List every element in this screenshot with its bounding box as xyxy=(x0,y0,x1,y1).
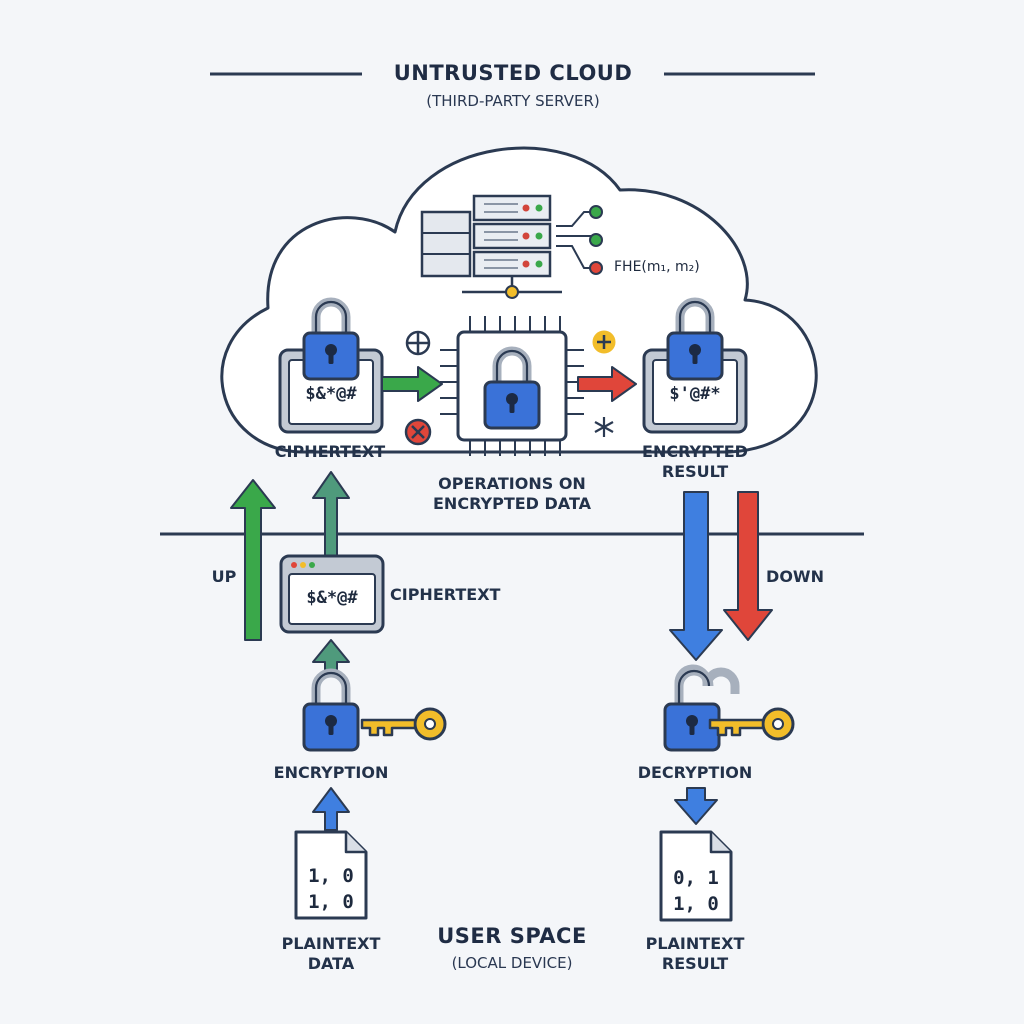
plaintext-result-label-line1: PLAINTEXT xyxy=(645,934,745,953)
plaintext-data-line2: 1, 0 xyxy=(308,890,354,913)
user-space-title: USER SPACE xyxy=(437,924,587,948)
plaintext-data-label-line2: DATA xyxy=(307,953,355,973)
asterisk-symbol-icon xyxy=(594,417,614,437)
arrow-up-green xyxy=(230,479,276,641)
multiply-symbol-icon xyxy=(404,418,432,446)
server-rack-icon xyxy=(420,194,562,299)
decryption-label: DECRYPTION xyxy=(637,763,753,782)
plaintext-result-line1: 0, 1 xyxy=(673,867,719,889)
plaintext-result-document-icon xyxy=(659,830,733,922)
plaintext-result-values: 0, 1 1, 0 xyxy=(661,866,731,917)
user-space-subtitle: (LOCAL DEVICE) xyxy=(451,954,573,972)
arrow-right-red xyxy=(577,366,637,402)
down-label: DOWN xyxy=(766,567,824,586)
unlocked-lock-icon xyxy=(663,664,740,752)
encrypted-result-label-line2: RESULT xyxy=(661,461,729,481)
key-icon xyxy=(708,707,795,741)
ciphertext-label: CIPHERTEXT xyxy=(274,442,386,461)
operations-label-line1: OPERATIONS ON xyxy=(438,474,586,493)
operations-label: OPERATIONS ON ENCRYPTED DATA xyxy=(400,474,624,513)
arrow-up-teal xyxy=(312,471,350,557)
plaintext-result-line2: 1, 0 xyxy=(673,892,719,915)
ciphertext-window-icon xyxy=(279,554,385,634)
plus-symbol-icon xyxy=(591,329,617,355)
arrow-down-red xyxy=(723,491,773,641)
encryption-label: ENCRYPTION xyxy=(273,763,389,782)
circuit-connectors xyxy=(556,211,592,269)
encrypted-result-label-line1: ENCRYPTED xyxy=(642,442,748,461)
encrypted-result-label: ENCRYPTED RESULT xyxy=(615,442,775,481)
plaintext-data-line1: 1, 0 xyxy=(308,865,354,887)
status-dot-red xyxy=(589,261,603,275)
ciphertext-data: $&*@# xyxy=(305,384,357,404)
fhe-formula-label: FHE(m₁, m₂) xyxy=(614,259,700,275)
plaintext-result-label-line2: RESULT xyxy=(661,953,729,973)
operations-label-line2: ENCRYPTED DATA xyxy=(433,493,591,513)
encrypted-result-data: $'@#* xyxy=(669,384,721,404)
status-dot-green xyxy=(589,205,603,219)
arrow-down-blue-small xyxy=(674,787,718,825)
arrow-right-green xyxy=(381,366,443,402)
lock-icon xyxy=(304,673,358,750)
page-title: UNTRUSTED CLOUD xyxy=(393,61,633,85)
arrow-up-blue xyxy=(312,787,350,831)
arrow-down-blue xyxy=(669,491,723,661)
user-ciphertext-data: $&*@# xyxy=(306,588,358,608)
plaintext-data-label: PLAINTEXT DATA xyxy=(256,934,406,973)
up-label: UP xyxy=(211,567,237,586)
user-ciphertext-label: CIPHERTEXT xyxy=(390,585,501,604)
arrow-up-teal-small xyxy=(312,639,350,673)
plaintext-data-label-line1: PLAINTEXT xyxy=(281,934,381,953)
plaintext-result-label: PLAINTEXT RESULT xyxy=(620,934,770,973)
plaintext-document-icon xyxy=(294,830,368,920)
plaintext-data-values: 1, 0 1, 0 xyxy=(296,864,366,915)
page-subtitle: (THIRD-PARTY SERVER) xyxy=(426,92,600,110)
status-dot-green xyxy=(589,233,603,247)
xor-symbol-icon xyxy=(405,330,431,356)
key-icon xyxy=(360,707,447,741)
